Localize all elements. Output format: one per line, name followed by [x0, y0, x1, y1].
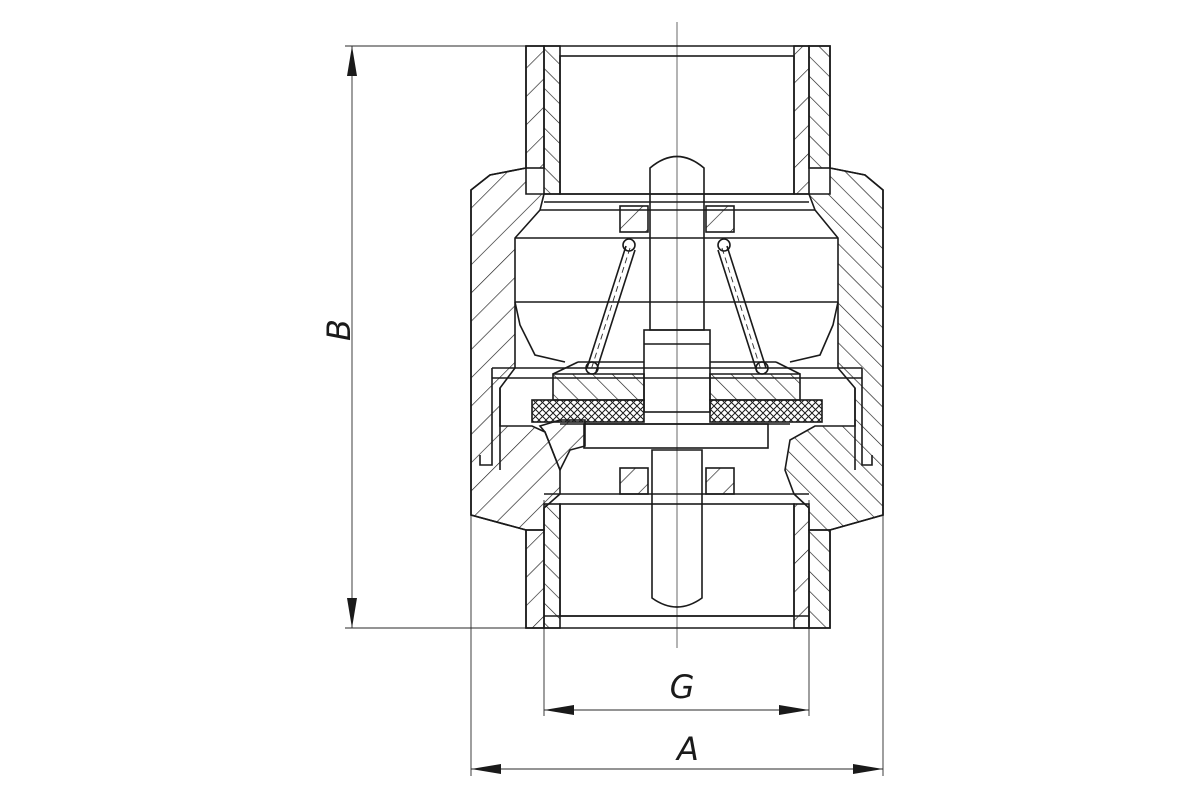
- dim-g-arrow-left: [544, 705, 574, 715]
- body-left-half: [470, 45, 586, 629]
- dim-b-arrow-bottom: [347, 598, 357, 628]
- dim-a-arrow-right: [853, 764, 883, 774]
- disc-washer: [583, 423, 769, 449]
- body-right-half: [784, 45, 884, 629]
- dim-b-label: B: [320, 319, 358, 341]
- disc-holder: [552, 361, 801, 401]
- spring-left: [585, 238, 636, 375]
- dim-b-arrow-top: [347, 46, 357, 76]
- spring-right: [717, 238, 769, 375]
- valve-stem: [643, 155, 711, 608]
- dim-a-label: A: [675, 730, 699, 768]
- dim-g-arrow-right: [779, 705, 809, 715]
- top-guide-bushing: [619, 205, 735, 233]
- dim-g-label: G: [670, 668, 695, 706]
- dim-a-arrow-left: [471, 764, 501, 774]
- rubber-seal: [531, 399, 823, 423]
- body-outline: [470, 45, 884, 629]
- bottom-guide-bushing: [619, 467, 735, 495]
